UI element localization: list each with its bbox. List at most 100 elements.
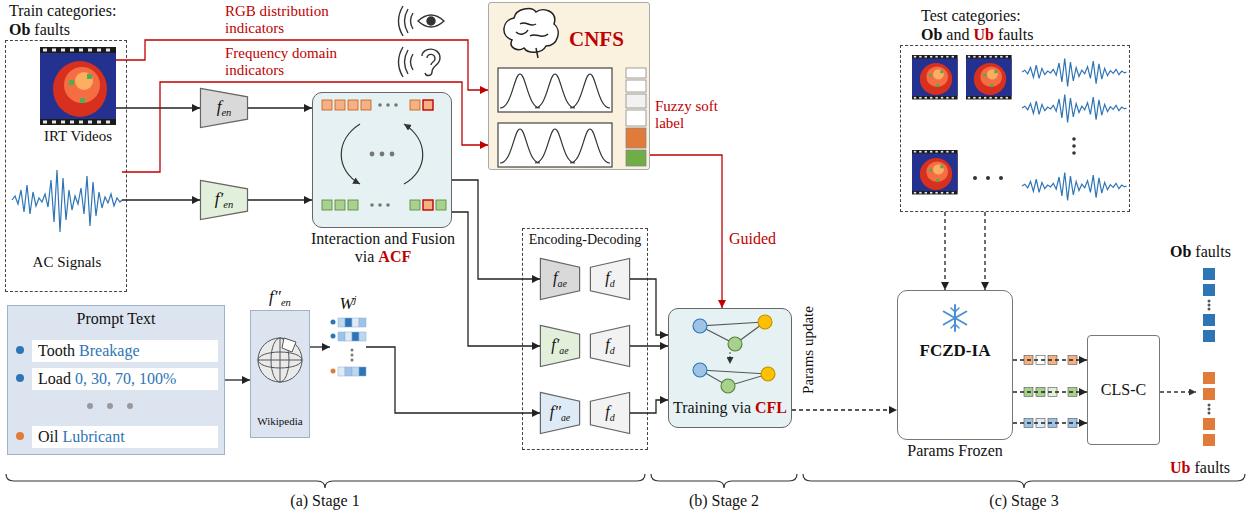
decor-rect <box>1203 372 1215 384</box>
decor-circle <box>351 349 354 352</box>
text-group: AC Signals <box>0 240 192 271</box>
node-text: ae <box>558 278 567 289</box>
node-text: f <box>217 97 222 116</box>
decor-rect <box>359 318 366 327</box>
node-text: Test categories: <box>921 7 1021 24</box>
node-text: ae <box>561 412 570 423</box>
node-text: Train categories: <box>9 2 116 19</box>
decor-rect <box>345 318 352 327</box>
connector-arrow <box>310 346 330 347</box>
text-line: Load0, 30, 70, 100% <box>38 369 212 389</box>
test-set-box: Test categories:ObandUbfaults <box>900 45 1130 212</box>
node-text: f″ <box>550 403 561 420</box>
text-group: Ubfaults <box>1170 459 1230 477</box>
text-line: Ubfaults <box>1170 459 1230 477</box>
decor-circle <box>427 17 435 25</box>
decor-rect <box>338 318 345 327</box>
node-text: Training via <box>673 399 751 416</box>
connector-arrow <box>116 40 488 90</box>
decor-rect <box>1048 419 1057 428</box>
node-text: and <box>946 26 969 43</box>
text-group: (c) Stage 3 <box>964 492 1084 510</box>
text-line: IRT Videos <box>0 128 186 145</box>
text-group: Train categories: Obfaults <box>9 2 116 41</box>
node-text: CNFS <box>569 27 624 51</box>
text-line: AC Signals <box>0 254 192 271</box>
text-group: CLS-C <box>1088 336 1159 444</box>
decor-rect <box>1036 356 1045 365</box>
test-samples <box>912 55 1127 200</box>
decor-circle <box>1208 412 1211 415</box>
connector-arrow <box>225 379 250 380</box>
decor-circle <box>331 334 336 339</box>
node-text: Params Frozen <box>907 442 1003 459</box>
feature-tokens <box>1024 356 1077 428</box>
decor-rect <box>359 332 366 341</box>
trapezoid-shape <box>540 392 579 433</box>
node-text: ae <box>559 345 568 356</box>
decor-circle <box>331 320 336 325</box>
decor-circle <box>351 354 354 357</box>
fusion-module: Interaction and Fusion viaACF <box>312 92 452 228</box>
node-text: Ob <box>9 21 30 38</box>
decor-rect <box>1068 419 1077 428</box>
text-line: fd <box>605 269 614 289</box>
text-group: f′ae <box>540 325 580 367</box>
text-line: Params Frozen <box>828 442 1082 460</box>
text-line: Prompt Text <box>8 310 224 328</box>
text-line: CNFS <box>569 27 624 51</box>
text-group: Fuzzy soft label <box>655 98 725 133</box>
text-group: OilLubricant <box>32 426 218 448</box>
text-group: Load0, 30, 70, 100% <box>32 368 218 390</box>
ear-icon <box>399 47 441 77</box>
label-text: (a) Stage 1 <box>290 492 359 509</box>
text-line: f′ae <box>551 336 568 356</box>
decor-circle <box>1208 308 1211 311</box>
connector-arrow <box>366 347 540 413</box>
text-group: Prompt Text <box>8 310 224 328</box>
node-text: CFL <box>755 399 787 416</box>
fuzzy-system-box: CNFS <box>488 2 650 170</box>
node-text: Prompt Text <box>76 310 155 327</box>
decor-path <box>6 474 645 488</box>
decor-rect <box>1048 356 1057 365</box>
node-text: f <box>605 336 609 353</box>
irt-video-panel: IRT Videos <box>40 47 116 125</box>
connector-arrow <box>248 107 312 108</box>
text-line: (a) Stage 1 <box>265 492 385 510</box>
decor-rect <box>1203 268 1215 280</box>
connector-arrow <box>630 400 668 413</box>
decoder-block: fd <box>590 258 630 300</box>
text-line: CLS-C <box>1101 381 1146 399</box>
ac-signal-panel: AC Signals <box>12 160 122 240</box>
text-group: fae <box>540 258 580 300</box>
decor-rect <box>1036 388 1045 397</box>
connector-arrow <box>630 345 668 346</box>
decor-rect <box>1036 419 1045 428</box>
node-text: CLS-C <box>1101 381 1146 398</box>
decor-circle <box>999 176 1003 180</box>
autoencoder-group: Encoding-Decodingfaefdf′aefdf″aefd <box>522 228 648 450</box>
frozen-model-box: FCZD-IAParams Frozen <box>897 290 1013 440</box>
node-text: f <box>605 269 609 286</box>
text-group: fen <box>200 88 248 128</box>
connector-arrow <box>116 107 200 108</box>
label-text: Ob <box>1170 243 1191 260</box>
node-text: faults <box>34 21 70 38</box>
node-text: Wikipedia <box>257 415 302 427</box>
trapezoid-shape <box>200 88 247 127</box>
encoder-block: f′en <box>200 180 248 220</box>
decor-use <box>1022 59 1127 87</box>
text-line: f″ae <box>550 403 570 423</box>
node-text: en <box>221 107 231 118</box>
decor-path <box>427 54 435 65</box>
text-line: OilLubricant <box>38 427 212 447</box>
node-text: IRT Videos <box>44 128 112 144</box>
decor-circle <box>1072 151 1076 155</box>
node-text: Load <box>38 370 71 387</box>
connector-arrow <box>650 155 722 308</box>
output-column <box>1160 268 1215 446</box>
decor-use <box>1022 173 1127 201</box>
node-text: Ub <box>973 26 993 43</box>
